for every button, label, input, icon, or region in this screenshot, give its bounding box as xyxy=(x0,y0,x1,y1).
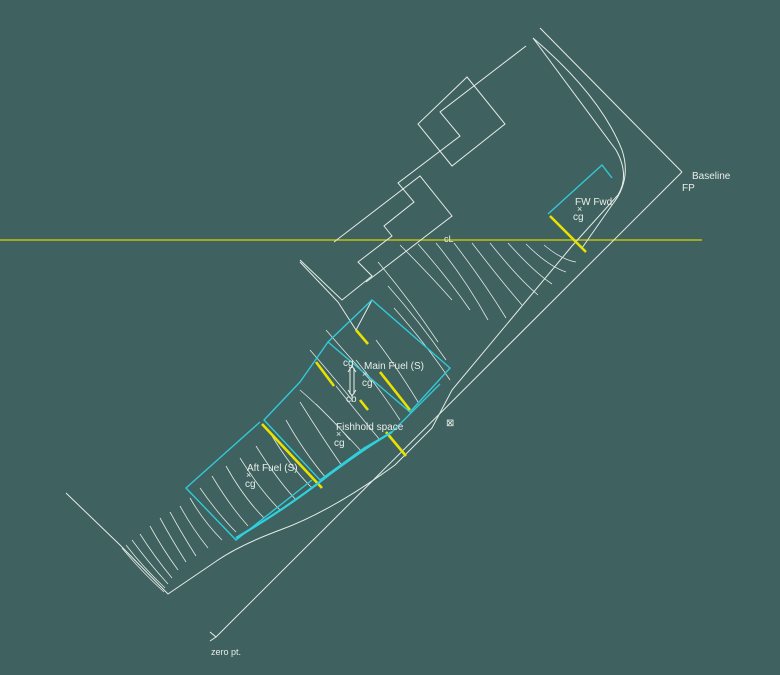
stem-curve xyxy=(532,37,626,249)
fw-fwd-label: FW Fwd xyxy=(575,197,612,208)
aft-fuel-cg-marker: × xyxy=(246,470,251,480)
cl-mark: cL xyxy=(444,234,454,244)
main-fuel-label: Main Fuel (S) xyxy=(364,361,424,372)
main-fuel-bulkhead-4 xyxy=(358,399,370,411)
aft-fuel-tank-outline xyxy=(184,421,313,541)
fw-fwd-cg-label: cg xyxy=(573,212,584,223)
main-fuel-bulkhead-1 xyxy=(355,329,369,345)
aft-fuel-cg-label: cg xyxy=(245,479,256,490)
fp-label: FP xyxy=(682,183,695,194)
station-marker: ⊠ xyxy=(446,418,454,429)
main-fuel-cg-label: cg xyxy=(362,378,373,389)
tank-bottom-curve xyxy=(235,431,393,539)
deckhouse-inner xyxy=(417,76,506,167)
deckhouse xyxy=(299,45,527,301)
fishhold-cg-marker: × xyxy=(336,429,341,439)
fw-fwd-cg-marker: × xyxy=(577,204,582,214)
cg-top-label: cg xyxy=(343,358,354,369)
fishhold-label: Fishhold space xyxy=(336,422,404,433)
sheer-line xyxy=(539,27,683,173)
main-fuel-cg-marker: × xyxy=(362,369,367,379)
baseline-label: Baseline xyxy=(692,171,731,182)
fw-fwd-tank-bulkhead xyxy=(549,215,587,253)
arrow-head-top xyxy=(347,365,357,373)
arrow-head-bottom xyxy=(347,389,357,397)
fishhold-cg-label: cg xyxy=(334,438,345,449)
fw-fwd-tank-outline xyxy=(547,163,613,215)
main-fuel-bulkhead-2 xyxy=(378,371,412,411)
main-fuel-bulkhead-3 xyxy=(314,361,336,387)
deck-line xyxy=(299,261,373,331)
hull-outline xyxy=(65,37,624,595)
aft-fuel-bulkhead xyxy=(261,423,323,489)
main-fuel-tank-outline xyxy=(326,299,451,413)
section-lines xyxy=(121,242,577,593)
cb-label: cb xyxy=(346,394,357,405)
zero-pt-label: zero pt. xyxy=(211,647,241,657)
deckhouse-step xyxy=(333,175,453,283)
zero-pt-arrow xyxy=(209,631,217,642)
aft-fuel-label: Aft Fuel (S) xyxy=(247,463,298,474)
fishhold-bulkhead xyxy=(385,431,407,457)
baseline-line xyxy=(215,171,683,638)
